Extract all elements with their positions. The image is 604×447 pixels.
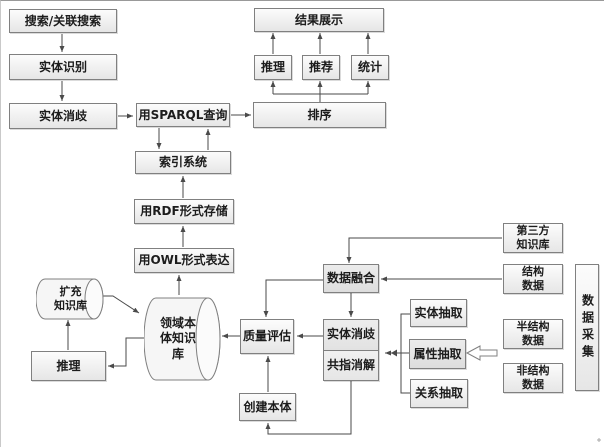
cylinder-shape — [36, 278, 104, 320]
edge-coreference-to-create — [265, 381, 352, 435]
node-statistics: 统计 — [351, 55, 389, 80]
node-data-fusion: 数据融合 — [323, 264, 379, 293]
node-sorting: 排序 — [253, 102, 386, 128]
node-sparql-query: 用SPARQL查询 — [136, 103, 230, 127]
node-search: 搜索/关联搜索 — [9, 9, 117, 33]
edge-domainkb-to-reasoning — [108, 337, 144, 369]
node-third-party-kb: 第三方 知识库 — [503, 223, 563, 253]
node-reasoning-kb: 推理 — [31, 351, 106, 381]
node-recommendation: 推荐 — [302, 55, 340, 80]
node-entity-recognition: 实体识别 — [9, 54, 117, 80]
node-quality-evaluation: 质量评估 — [240, 319, 294, 354]
node-entity-disambiguation-build: 实体消歧 — [324, 320, 378, 351]
node-structured-data: 结构 数据 — [503, 264, 563, 294]
node-rdf-storage: 用RDF形式存储 — [134, 199, 234, 224]
node-entity-extraction: 实体抽取 — [410, 299, 467, 327]
double-arrowhead — [391, 349, 397, 357]
cylinder-shape — [144, 297, 221, 381]
node-relation-extraction: 关系抽取 — [410, 379, 468, 408]
node-create-ontology: 创建本体 — [239, 393, 296, 421]
node-entity-disambiguation-search: 实体消歧 — [9, 103, 117, 129]
node-disambiguation-coreference: 实体消歧 共指消解 — [323, 319, 379, 381]
node-attribute-extraction: 属性抽取 — [409, 339, 466, 369]
edge-fusion-to-quality — [263, 279, 323, 317]
node-domain-ontology-kb: 领域本 体知识 库 — [144, 297, 222, 381]
node-coreference-resolution: 共指消解 — [326, 357, 375, 372]
node-data-collection: 数据采集 — [575, 264, 599, 391]
edge-expandedkb-to-domainkb — [101, 295, 140, 314]
hollow-arrow — [465, 345, 498, 361]
node-index-system: 索引系统 — [135, 151, 231, 174]
corner-artifact — [597, 438, 601, 442]
node-reasoning-display: 推理 — [254, 55, 292, 80]
node-unstructured-data: 非结构 数据 — [503, 363, 563, 393]
edge-thirdparty-to-fusion — [346, 237, 502, 263]
node-owl-expression: 用OWL形式表达 — [134, 248, 234, 273]
node-expanded-kb: 扩充 知识库 — [36, 278, 113, 320]
node-semi-structured-data: 半结构 数据 — [503, 319, 563, 349]
node-result-display: 结果展示 — [254, 8, 384, 32]
